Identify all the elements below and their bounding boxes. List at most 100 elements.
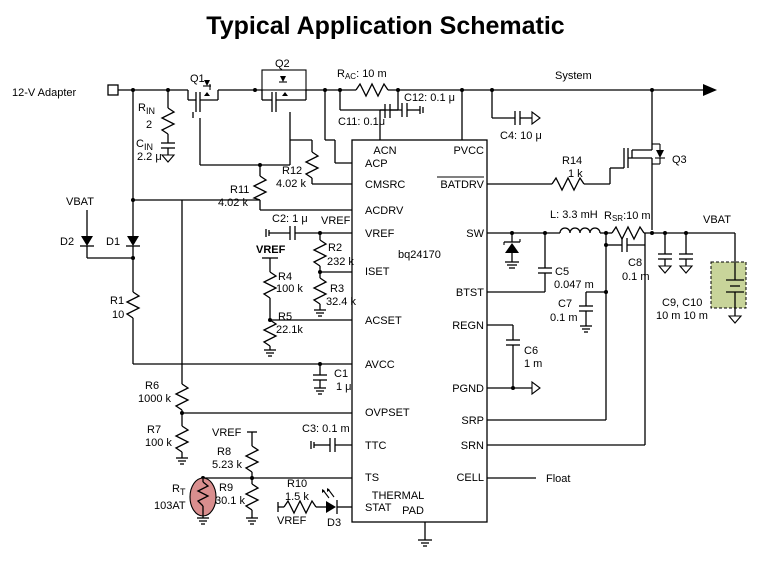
ic-part-label: bq24170 xyxy=(398,249,441,261)
pin-acn: ACN xyxy=(373,145,396,157)
d1-label: D1 xyxy=(106,236,120,248)
rac-label: RAC: 10 m xyxy=(337,68,387,81)
r14-label: R14 xyxy=(562,155,582,167)
system-arrow-icon xyxy=(703,84,717,96)
cin-value: 2.2 μ xyxy=(137,151,162,163)
r11-label: R11 xyxy=(230,184,249,196)
r2-label: R2 xyxy=(328,242,342,254)
pin-acdrv: ACDRV xyxy=(365,205,404,217)
vref-r4-label: VREF xyxy=(256,244,286,256)
c2-label: C2: 1 μ xyxy=(272,213,308,225)
c5-label: C5 xyxy=(555,266,569,278)
inductor-l: L: 3.3 mH xyxy=(550,209,601,234)
pin-cmsrc: CMSRC xyxy=(365,179,405,191)
ic-bq24170: bq24170 THERMAL PAD ACN ACP CMSRC ACDRV … xyxy=(351,139,488,547)
r9-value: 30.1 k xyxy=(215,495,245,507)
r11-resistor: R11 4.02 k xyxy=(200,163,290,209)
rt-thermistor: RT 103AT xyxy=(154,477,217,525)
vref-c2-label: VREF xyxy=(321,215,351,227)
c1-capacitor: C1 1 μ xyxy=(313,364,352,395)
r12-label: R12 xyxy=(282,165,302,177)
pin-batdrv: BATDRV xyxy=(440,179,484,191)
c7-capacitor: C7 0.1 m xyxy=(550,290,608,333)
pad-label: PAD xyxy=(402,505,424,517)
pin-avcc: AVCC xyxy=(365,359,395,371)
pin-acset: ACSET xyxy=(365,315,402,327)
pin-iset: ISET xyxy=(365,266,390,278)
ic-body xyxy=(351,139,488,523)
ground-pad-icon xyxy=(418,539,432,547)
r7-resistor: R7 100 k xyxy=(145,413,190,465)
adapter-input: 12-V Adapter xyxy=(12,84,188,99)
r14-value: 1 k xyxy=(568,168,583,180)
r1-resistor: R1 10 xyxy=(110,291,141,321)
r5-value: 22.1k xyxy=(276,324,303,336)
c7-label: C7 xyxy=(558,298,572,310)
rin-label: RIN xyxy=(138,102,155,116)
vbat-right-label: VBAT xyxy=(703,214,731,226)
r10-value: 1.5 k xyxy=(285,491,309,503)
pin-vref: VREF xyxy=(365,228,395,240)
q3-mosfet: Q3 xyxy=(609,90,687,230)
r4-value: 100 k xyxy=(276,283,303,295)
thermal-label: THERMAL xyxy=(372,490,425,502)
c6-value: 1 m xyxy=(524,358,542,370)
c9-c10-capacitors: C9, C10 10 m 10 m xyxy=(656,233,708,322)
vref-r10-label: VREF xyxy=(277,515,307,527)
rin-value: 2 xyxy=(146,119,152,131)
r8-value: 5.23 k xyxy=(212,459,242,471)
pin-pvcc: PVCC xyxy=(453,145,484,157)
r12-value: 4.02 k xyxy=(276,178,306,190)
vref-r8-label: VREF xyxy=(212,427,242,439)
rsr-sense-resistor: RSR:10 m xyxy=(604,210,651,241)
page-title: Typical Application Schematic xyxy=(206,12,565,40)
d3-led: D3 xyxy=(316,488,352,529)
c3-capacitor: C3: 0.1 m xyxy=(302,423,352,452)
pin-cell: CELL xyxy=(456,472,484,484)
pin-acp: ACP xyxy=(365,158,388,170)
c9-c10-label: C9, C10 xyxy=(662,297,702,309)
c4-label: C4: 10 μ xyxy=(500,130,542,142)
r6-resistor: R6 1000 k xyxy=(138,200,190,411)
pin-pgnd: PGND xyxy=(452,383,484,395)
c9-c10-value: 10 m 10 m xyxy=(656,310,708,322)
pin-btst: BTST xyxy=(456,287,484,299)
vbat-left-label: VBAT xyxy=(66,196,94,208)
pin-srp: SRP xyxy=(461,415,484,427)
pin-srn: SRN xyxy=(461,440,484,452)
r11-value: 4.02 k xyxy=(218,197,248,209)
d1-diode: D1 xyxy=(106,236,140,248)
c3-label: C3: 0.1 m xyxy=(302,423,350,435)
pin-ts: TS xyxy=(365,472,379,484)
float-label: Float xyxy=(546,473,570,485)
c8-capacitor: C8 0.1 m xyxy=(604,233,650,445)
adapter-terminal xyxy=(107,84,119,96)
r7-label: R7 xyxy=(147,424,161,436)
q3-label: Q3 xyxy=(672,154,687,166)
r1-label: R1 xyxy=(110,295,124,307)
c8-label: C8 xyxy=(628,257,642,269)
system-label: System xyxy=(555,70,592,82)
c1-label: C1 xyxy=(334,368,348,380)
r3-label: R3 xyxy=(330,283,344,295)
c2-capacitor: C2: 1 μ VREF xyxy=(265,213,352,240)
schottky-diode-icon xyxy=(503,233,521,269)
rin-cin: RIN 2 CIN 2.2 μ xyxy=(136,90,176,163)
c7-value: 0.1 m xyxy=(550,312,578,324)
c6-capacitor: C6 1 m xyxy=(487,324,542,388)
c11-label: C11: 0.1μ xyxy=(338,116,385,128)
r6-label: R6 xyxy=(145,380,159,392)
c11-capacitor: C11: 0.1μ xyxy=(338,90,399,140)
c6-label: C6 xyxy=(524,345,538,357)
q2-label: Q2 xyxy=(275,58,290,70)
r4-resistor: VREF R4 100 k xyxy=(256,244,303,299)
r10-label: R10 xyxy=(287,478,307,490)
rt-value: 103AT xyxy=(154,500,186,512)
cin-label: CIN xyxy=(136,138,153,152)
q1-mosfet: Q1 xyxy=(187,73,219,165)
c4-capacitor: C4: 10 μ xyxy=(491,90,542,142)
r7-value: 100 k xyxy=(145,437,172,449)
pgnd-ground-icon xyxy=(531,380,541,396)
r1-value: 10 xyxy=(112,309,124,321)
